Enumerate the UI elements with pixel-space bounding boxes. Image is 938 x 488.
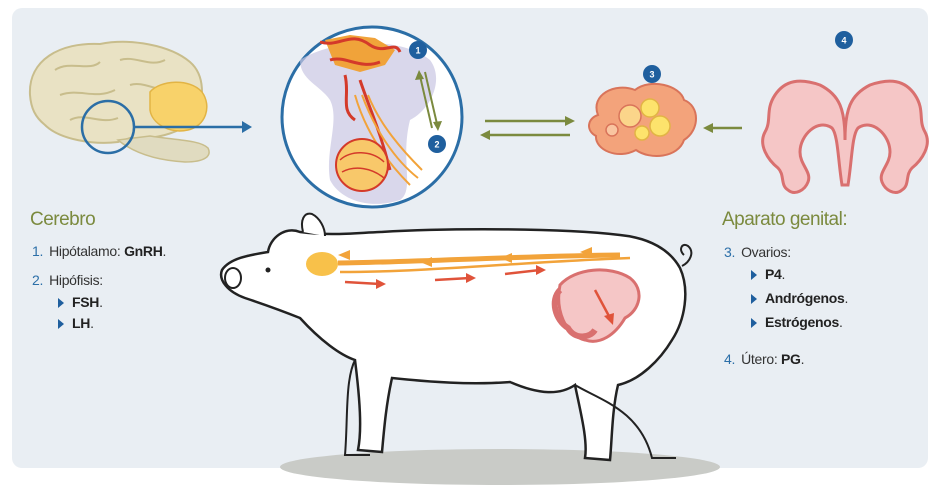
item-label: Hipófisis: — [49, 272, 103, 288]
hormone-lh: LH — [72, 315, 90, 331]
aparato-heading: Aparato genital: — [722, 209, 847, 231]
item-end: . — [163, 243, 167, 259]
badge-number: 1 — [415, 46, 420, 56]
item-number: 3. — [724, 244, 735, 260]
aparato-item-4: 4. Útero: PG. — [724, 351, 804, 367]
bullet-icon — [751, 294, 757, 304]
item-end: . — [782, 266, 786, 282]
badge-number: 3 — [649, 70, 654, 80]
item-end: . — [801, 351, 805, 367]
item-label: Ovarios: — [741, 244, 791, 260]
cerebro-sub-lh: LH. — [58, 315, 94, 331]
brain-illustration — [30, 42, 252, 162]
hormone-estrogenos: Estrógenos — [765, 314, 839, 330]
cerebro-sub-fsh: FSH. — [58, 294, 103, 310]
aparato-sub-p4: P4. — [751, 266, 785, 282]
hormone-pg: PG — [781, 351, 801, 367]
badge-2: 2 — [428, 135, 446, 153]
hormone-p4: P4 — [765, 266, 782, 282]
hormone-gnrh: GnRH — [124, 243, 162, 259]
item-end: . — [99, 294, 103, 310]
cerebro-heading: Cerebro — [30, 209, 95, 231]
uterus-illustration — [763, 81, 928, 192]
hormone-androgenos: Andrógenos — [765, 290, 844, 306]
ovary-illustration — [589, 84, 696, 156]
item-number: 1. — [32, 243, 43, 259]
cerebro-item-1: 1. Hipótalamo: GnRH. — [32, 243, 166, 259]
bullet-icon — [751, 270, 757, 280]
item-number: 2. — [32, 272, 43, 288]
badge-3: 3 — [643, 65, 661, 83]
item-end: . — [844, 290, 848, 306]
aparato-sub-estrogenos: Estrógenos. — [751, 314, 843, 330]
item-number: 4. — [724, 351, 735, 367]
bullet-icon — [751, 318, 757, 328]
badge-number: 2 — [434, 140, 439, 150]
aparato-item-3: 3. Ovarios: — [724, 244, 791, 260]
badge-number: 4 — [841, 36, 846, 46]
item-end: . — [839, 314, 843, 330]
cerebro-item-2: 2. Hipófisis: — [32, 272, 103, 288]
hormone-fsh: FSH — [72, 294, 99, 310]
bullet-icon — [58, 298, 64, 308]
item-label: Hipótalamo: — [49, 243, 124, 259]
pituitary-zoom — [282, 27, 462, 207]
item-end: . — [90, 315, 94, 331]
badge-4: 4 — [835, 31, 853, 49]
badge-1: 1 — [409, 41, 427, 59]
item-label: Útero: — [741, 351, 781, 367]
bullet-icon — [58, 319, 64, 329]
pig-illustration — [221, 214, 720, 485]
aparato-sub-androgenos: Andrógenos. — [751, 290, 848, 306]
